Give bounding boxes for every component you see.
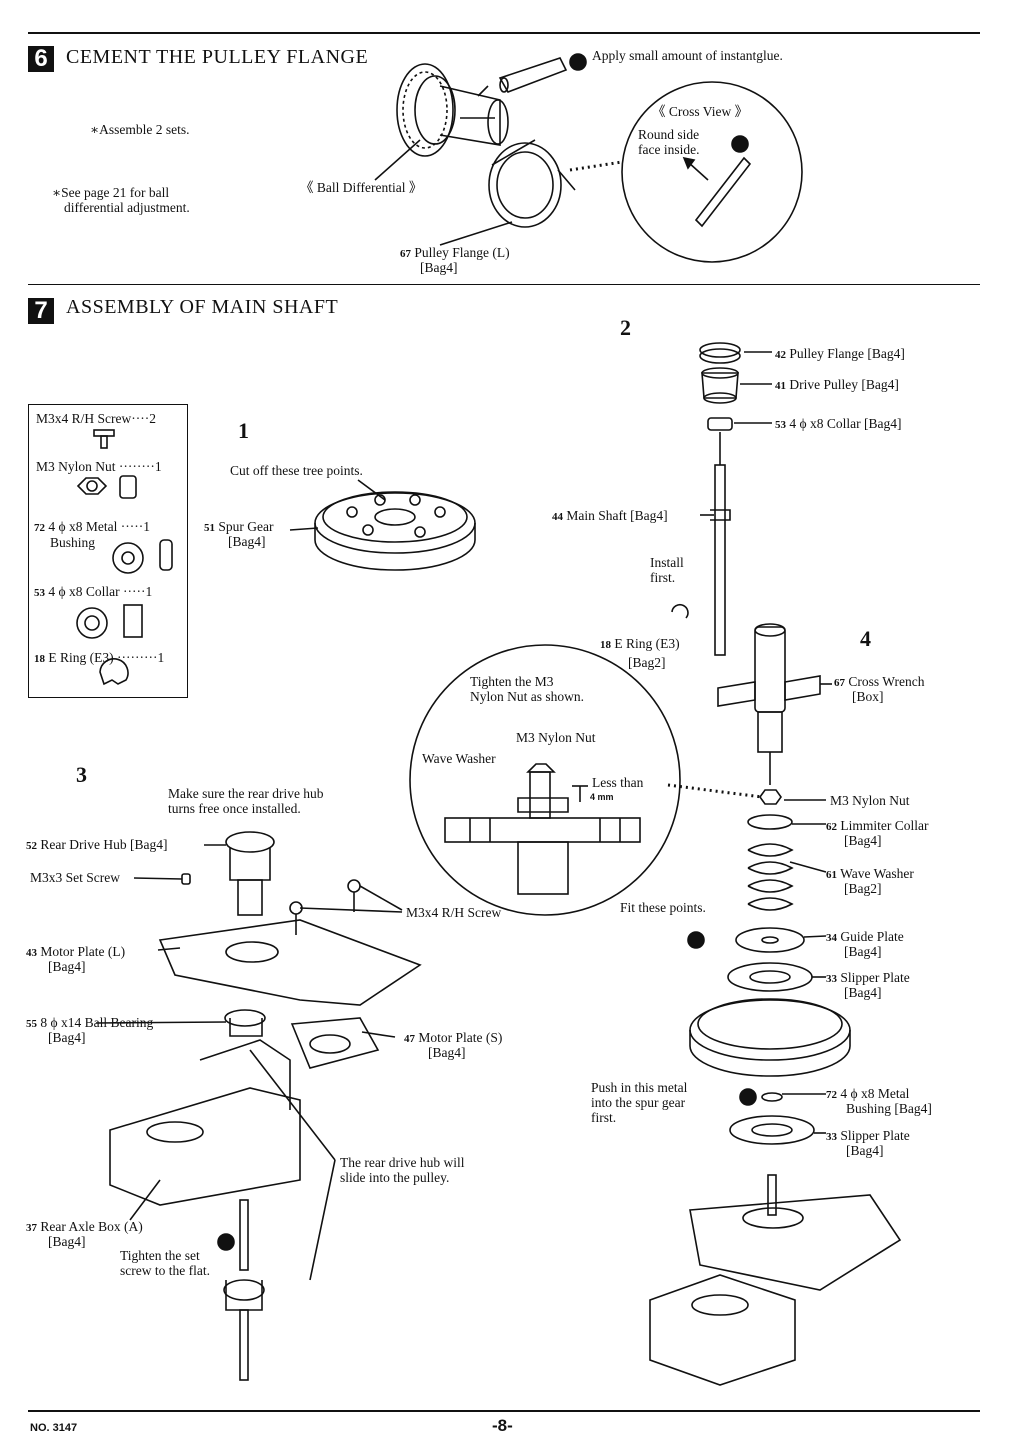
spur-gear-bag: [Bag4] <box>228 534 266 549</box>
glue-tube-drawing <box>477 57 568 97</box>
page-number: -8- <box>492 1416 513 1435</box>
detail-less-than: Less than <box>592 775 644 790</box>
cross-view-circle <box>621 81 803 263</box>
rear-drive-hub-label: 52 Rear Drive Hub [Bag4] <box>26 837 168 852</box>
step4-nut-label: M3 Nylon Nut <box>830 793 910 808</box>
push-note-3: first. <box>591 1110 617 1125</box>
slipper-plate-2-bag: [Bag4] <box>846 1143 884 1158</box>
bearing-bag: [Bag4] <box>48 1030 86 1045</box>
step-1-label: 1 <box>238 418 249 443</box>
parts-item-collar: 53 4 ϕ x8 Collar ·····1 <box>34 584 153 599</box>
spur-gear-label: 51 Spur Gear <box>204 519 274 534</box>
cross-view-title: 《 Cross View 》 <box>652 104 749 119</box>
wave-washer-bag: [Bag2] <box>844 881 882 896</box>
rear-axle-label: 37 Rear Axle Box (A) <box>26 1219 143 1234</box>
motor-plate-l-bag: [Bag4] <box>48 959 86 974</box>
part-number: 67 <box>400 248 411 260</box>
section-divider <box>28 284 980 285</box>
guide-plate-label: 34 Guide Plate <box>826 929 904 944</box>
detail-drawing <box>444 763 641 895</box>
step2-part-pulley-flange: 42 Pulley Flange [Bag4] <box>775 346 905 361</box>
motor-plate-s-label: 47 Motor Plate (S) <box>404 1030 503 1045</box>
parts-list-box <box>28 404 188 698</box>
parts-item-nut: M3 Nylon Nut ········1 <box>36 459 162 474</box>
step3-drawing <box>109 831 422 1381</box>
top-rule <box>28 32 980 34</box>
glue-note: Apply small amount of instantglue. <box>592 48 783 63</box>
slide-note-1: The rear drive hub will <box>340 1155 465 1170</box>
bottom-rule <box>28 1410 980 1412</box>
slide-note-2: slide into the pulley. <box>340 1170 450 1185</box>
note-assemble: ∗Assemble 2 sets. <box>90 122 190 137</box>
parts-item-bushing: 72 4 ϕ x8 Metal ·····1 <box>34 519 150 534</box>
main-shaft-drawing <box>671 342 741 656</box>
model-number: NO. 3147 <box>30 1422 78 1434</box>
push-note-1: Push in this metal <box>591 1080 688 1095</box>
rear-axle-bag: [Bag4] <box>48 1234 86 1249</box>
step2-part-drive-pulley: 41 Drive Pulley [Bag4] <box>775 377 899 392</box>
section-7-number: 7 <box>28 298 54 324</box>
cross-view-text-2: face inside. <box>638 142 700 157</box>
step4-stack-drawing <box>649 623 902 1386</box>
limiter-label: 62 Limmiter Collar <box>826 818 929 833</box>
step2-part-collar: 53 4 ϕ x8 Collar [Bag4] <box>775 416 902 431</box>
ball-differential-drawing <box>396 63 509 157</box>
section-6-title: CEMENT THE PULLEY FLANGE <box>66 46 369 68</box>
detail-nut-label: M3 Nylon Nut <box>516 730 596 745</box>
detail-mm: 4 mm <box>590 792 614 802</box>
section-6-number: 6 <box>28 46 54 72</box>
hub-note-2: turns free once installed. <box>168 801 301 816</box>
tighten-note-1: Tighten the set <box>120 1248 200 1263</box>
slipper-plate-bag: [Bag4] <box>844 985 882 1000</box>
fit-note: Fit these points. <box>620 900 706 915</box>
bearing-label: 55 8 ϕ x14 Ball Bearing <box>26 1015 154 1030</box>
cross-wrench-label: 67 Cross Wrench <box>834 674 925 689</box>
tighten-note-2: screw to the flat. <box>120 1263 210 1278</box>
cut-note: Cut off these tree points. <box>230 463 363 478</box>
cross-wrench-bag: [Box] <box>852 689 884 704</box>
wave-washer-label: 61 Wave Washer <box>826 866 914 881</box>
detail-washer-label: Wave Washer <box>422 751 496 766</box>
detail-note-2: Nylon Nut as shown. <box>470 689 584 704</box>
parts-item-ering: 18 E Ring (E3) ·········1 <box>34 650 165 665</box>
motor-plate-l-label: 43 Motor Plate (L) <box>26 944 126 959</box>
ering-bag: [Bag2] <box>628 655 666 670</box>
parts-item-screw: M3x4 R/H Screw····2 <box>36 411 156 426</box>
detail-circle <box>409 644 681 916</box>
limiter-bag: [Bag4] <box>844 833 882 848</box>
pulley-flange-drawing <box>439 139 576 246</box>
rh-screw-label: M3x4 R/H Screw <box>406 905 502 920</box>
detail-note-1: Tighten the M3 <box>470 674 554 689</box>
install-note-2: first. <box>650 570 676 585</box>
guide-plate-bag: [Bag4] <box>844 944 882 959</box>
step-3-label: 3 <box>76 762 87 787</box>
section-7-title: ASSEMBLY OF MAIN SHAFT <box>66 296 339 318</box>
cross-section-flange <box>694 156 752 228</box>
note-see-page-1: ∗See page 21 for ball <box>52 185 170 200</box>
parts-box-drawings <box>76 429 173 686</box>
push-note-2: into the spur gear <box>591 1095 686 1110</box>
pulley-flange-label: 67 Pulley Flange (L) <box>400 245 510 260</box>
setscrew-label: M3x3 Set Screw <box>30 870 120 885</box>
parts-item-bushing-2: Bushing <box>50 535 96 550</box>
install-note-1: Install <box>650 555 684 570</box>
step-4-label: 4 <box>860 626 871 651</box>
step-2-label: 2 <box>620 315 631 340</box>
hub-note-1: Make sure the rear drive hub <box>168 786 324 801</box>
ering-label: 18 E Ring (E3) <box>600 636 680 651</box>
ball-diff-label: 《 Ball Differential 》 <box>300 180 423 195</box>
slipper-plate-label: 33 Slipper Plate <box>826 970 910 985</box>
bushing-label-2: Bushing [Bag4] <box>846 1101 932 1116</box>
slipper-plate-2-label: 33 Slipper Plate <box>826 1128 910 1143</box>
bushing-label: 72 4 ϕ x8 Metal <box>826 1086 910 1101</box>
pulley-flange-bag: [Bag4] <box>420 260 458 275</box>
main-shaft-label: 44 Main Shaft [Bag4] <box>552 508 668 523</box>
note-see-page-2: differential adjustment. <box>64 200 190 215</box>
cross-view-text-1: Round side <box>638 127 700 142</box>
motor-plate-s-bag: [Bag4] <box>428 1045 466 1060</box>
spur-gear-drawing <box>314 491 476 571</box>
